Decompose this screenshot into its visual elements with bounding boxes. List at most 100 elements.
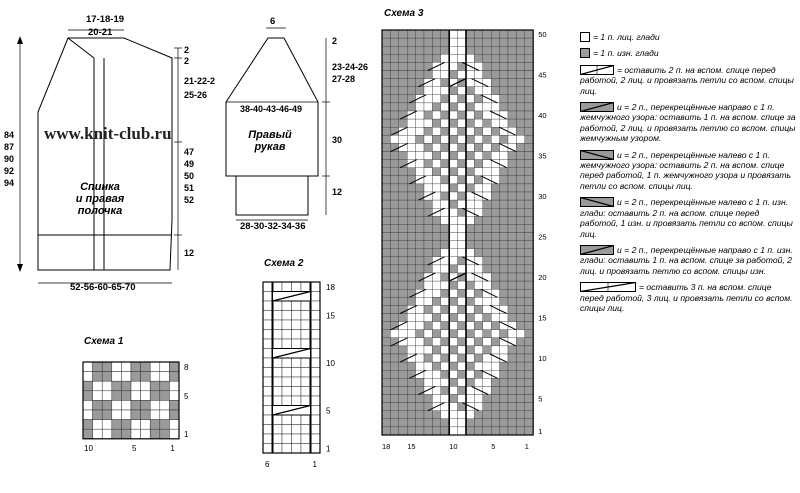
scheme3-cell [449, 135, 458, 144]
scheme2-cell [272, 357, 283, 368]
scheme3-cell [440, 183, 450, 193]
scheme3-cell [407, 37, 416, 47]
scheme3-cell [415, 78, 425, 87]
scheme3-cell [398, 378, 408, 387]
scheme2-cell [310, 338, 321, 349]
scheme2-cell [272, 376, 283, 387]
scheme3-cell [482, 426, 492, 436]
cross-mark [480, 94, 498, 104]
scheme3-cell [407, 127, 416, 136]
scheme3-cell [432, 289, 441, 298]
scheme2-cell [262, 300, 273, 311]
scheme3-cell [516, 62, 525, 71]
total-height-value: 90 [4, 154, 14, 164]
shoulder-step-1: 2 [184, 45, 189, 55]
scheme3-cell [449, 418, 458, 428]
scheme2-cell [272, 329, 283, 340]
scheme3-cell [415, 313, 425, 322]
scheme3-cell [516, 216, 525, 225]
top-width-label: 17-18-19 [86, 14, 124, 25]
total-height-value: 94 [4, 178, 14, 188]
scheme3-cell [415, 62, 425, 71]
scheme3-cell [474, 305, 483, 314]
scheme3-cell [407, 224, 416, 233]
scheme3-cell [482, 102, 492, 112]
scheme3-cell [482, 29, 492, 39]
scheme1-cell [140, 400, 151, 411]
scheme1-cell [92, 390, 103, 401]
scheme3-cell [390, 256, 399, 266]
cross-mark [418, 191, 436, 201]
scheme3-cell [457, 313, 467, 322]
scheme2-cell [262, 319, 273, 330]
scheme3-cell [423, 54, 433, 63]
scheme2-cell [272, 319, 283, 330]
scheme3-cell [491, 86, 500, 95]
scheme3-cell [381, 361, 391, 371]
scheme3-cell [407, 402, 416, 411]
scheme3-cell [507, 37, 517, 47]
scheme2-cell [262, 376, 273, 387]
scheme3-cell [415, 224, 425, 233]
scheme3-cell [499, 175, 509, 185]
scheme2-col-label: 1 [313, 460, 318, 468]
scheme2-cell [291, 424, 302, 435]
scheme3-cell [449, 345, 458, 355]
scheme3-cell [449, 248, 458, 257]
scheme1-cell [140, 380, 151, 392]
scheme3-cell [390, 329, 399, 338]
scheme3-cell [507, 94, 517, 104]
scheme3-cell [516, 410, 525, 419]
scheme2-cell [300, 443, 311, 454]
scheme3-cell [499, 70, 509, 79]
scheme1-cell [149, 409, 161, 420]
scheme3-cell [499, 54, 509, 63]
scheme3-cell [491, 118, 500, 128]
scheme2-cell [262, 310, 273, 321]
scheme3-cell [398, 151, 408, 160]
scheme3-cell [449, 70, 458, 79]
scheme3-cell [381, 159, 391, 168]
scheme3-cell [381, 280, 391, 290]
scheme3-cell [507, 329, 517, 338]
scheme3-cell [507, 208, 517, 217]
scheme3-cell [423, 216, 433, 225]
scheme1-cell [169, 390, 180, 401]
scheme3-cell [499, 94, 509, 104]
scheme3-cell [407, 70, 416, 79]
neck-width-label: 20-21 [88, 27, 113, 38]
scheme1-cell [121, 409, 132, 420]
scheme3-cell [507, 305, 517, 314]
legend-item: и = 2 п., перекрещённые налево с 1 п. из… [580, 197, 796, 239]
scheme3-cell [415, 280, 425, 290]
cross-mark [409, 175, 427, 185]
scheme3-cell [440, 394, 450, 403]
scheme3-cell [465, 321, 475, 330]
scheme1-cell [149, 400, 161, 411]
scheme1-title: Схема 1 [84, 336, 124, 347]
watermark: www.knit-club.ru [44, 124, 172, 143]
scheme3-cell [423, 159, 433, 168]
scheme3-cell [507, 289, 517, 298]
scheme3-cell [432, 118, 441, 128]
scheme3-cell [449, 297, 458, 306]
cross-mark [462, 402, 480, 412]
scheme3-cell [423, 135, 433, 144]
scheme3-cell [491, 426, 500, 436]
scheme3-cell [516, 183, 525, 193]
scheme3-cell [381, 370, 391, 379]
scheme3-cell [491, 418, 500, 428]
scheme2-cell [300, 319, 311, 330]
scheme3-cell [440, 313, 450, 322]
scheme2-cell [310, 376, 321, 387]
cross-mark [462, 207, 480, 217]
scheme3-cell [390, 313, 399, 322]
dim-value: 49 [184, 159, 194, 169]
scheme3-cell [482, 264, 492, 274]
scheme3-cell [407, 232, 416, 241]
scheme2-cell [310, 281, 321, 292]
scheme3-cell [507, 232, 517, 241]
cross-mark [471, 272, 489, 282]
